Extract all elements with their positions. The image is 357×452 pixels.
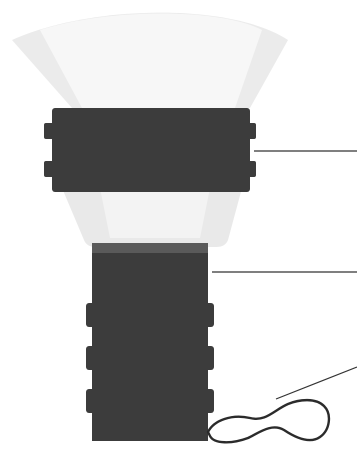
lanyard-callout-line — [275, 366, 357, 400]
head-band-grip-right-bottom — [246, 161, 256, 177]
handle-collar — [92, 243, 208, 253]
reflector-highlight — [100, 188, 210, 238]
head-band-body — [52, 108, 250, 192]
handle-grip-ring-3 — [86, 389, 214, 413]
lanyard-loop — [206, 398, 331, 444]
head-band-grip-left-top — [44, 123, 56, 139]
reflector — [62, 188, 242, 247]
head-band — [44, 108, 256, 192]
beam-inner — [40, 13, 262, 108]
head-band-grip-left-bottom — [44, 161, 56, 177]
callout-lines — [212, 150, 357, 400]
light-beam — [12, 12, 288, 109]
head-band-grip-right-top — [246, 123, 256, 139]
handle-grip-ring-2 — [86, 346, 214, 370]
handle — [86, 243, 214, 441]
handle-grip-ring-1 — [86, 303, 214, 327]
